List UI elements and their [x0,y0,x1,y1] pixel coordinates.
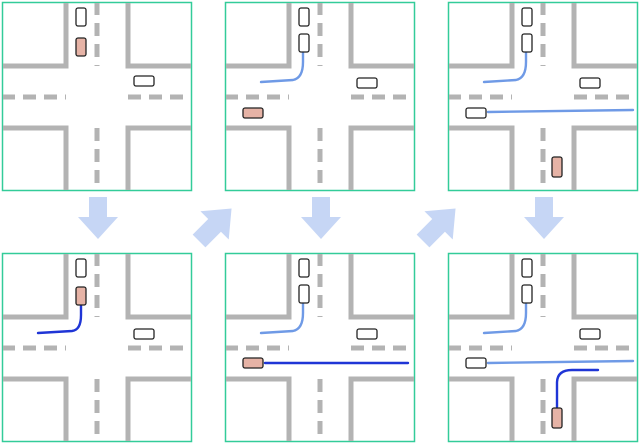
trajectory-previous [482,301,528,335]
vehicle-north-2 [75,37,87,57]
arrow-up-right-1 [192,208,232,248]
panel-3 [224,1,416,192]
road-edge-sw [226,376,292,441]
vehicle-north-1 [298,258,310,278]
vehicle-east [356,328,378,340]
arrow-down-3 [524,197,564,239]
road-edge-se [348,125,414,190]
road-edge-sw [3,125,69,190]
arrow-down-icon [78,197,118,239]
trajectory-previous [482,50,528,84]
arrow-up-right-icon [416,208,456,248]
road-edge-ne [125,254,191,320]
road-edge-nw [3,254,69,320]
vehicle-west [242,357,264,369]
vehicle-east [133,75,155,87]
road-edge-ne [125,3,191,69]
panel-5 [447,1,639,192]
vehicle-north-1 [521,258,533,278]
trajectory-current [555,368,600,409]
road-layout [449,3,637,190]
road-edge-ne [348,3,414,69]
panel-1 [1,1,193,192]
vehicle-north-1 [521,7,533,27]
vehicle-east [579,328,601,340]
road-edge-nw [449,254,515,320]
road-edge-nw [449,3,515,69]
vehicle-west [465,357,487,369]
road-edge-sw [449,376,515,441]
trajectory-previous [259,301,305,335]
vehicle-north-1 [75,7,87,27]
road-edge-sw [449,125,515,190]
arrow-down-1 [78,197,118,239]
road-edge-se [571,376,637,441]
panel-4 [224,252,416,443]
arrow-down-icon [524,197,564,239]
vehicle-east [356,77,378,89]
vehicle-west [465,107,487,119]
vehicle-north-1 [298,7,310,27]
vehicle-south [551,156,563,178]
road-edge-ne [571,3,637,69]
vehicle-north-1 [75,258,87,278]
panel-2 [1,252,193,443]
road-edge-ne [348,254,414,320]
road-edge-sw [226,125,292,190]
trajectory-current [36,303,83,335]
road-edge-nw [226,254,292,320]
vehicle-south [551,407,563,429]
panel-6 [447,252,639,443]
vehicle-west [242,107,264,119]
vehicle-north-2 [75,286,87,306]
road-edge-se [125,125,191,190]
vehicle-north-2 [298,33,310,53]
vehicle-north-2 [298,284,310,304]
road-edge-nw [226,3,292,69]
trajectory-previous [259,50,305,84]
road-edge-sw [3,376,69,441]
arrow-down-2 [301,197,341,239]
vehicle-north-2 [521,284,533,304]
road-layout [226,254,414,441]
arrow-up-right-icon [192,208,232,248]
trajectory-previous [486,359,635,365]
road-edge-se [125,376,191,441]
road-edge-se [348,376,414,441]
vehicle-east [133,328,155,340]
arrow-down-icon [301,197,341,239]
vehicle-north-2 [521,33,533,53]
road-layout [3,254,191,441]
road-edge-ne [571,254,637,320]
road-layout [226,3,414,190]
arrow-up-right-2 [416,208,456,248]
road-edge-se [571,125,637,190]
road-edge-nw [3,3,69,69]
road-layout [3,3,191,190]
vehicle-east [579,77,601,89]
road-layout [449,254,637,441]
trajectory-previous [486,108,635,114]
